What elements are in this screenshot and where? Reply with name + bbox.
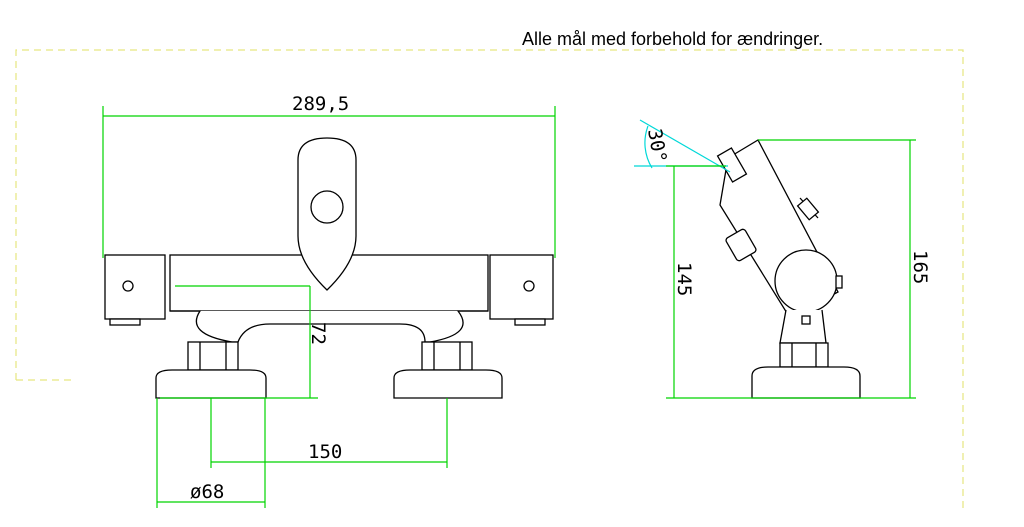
side-base-flange [751, 366, 861, 399]
front-view: 289,5 72 150 ø68 [102, 93, 556, 508]
side-button [725, 228, 757, 262]
center-distance-label: 150 [308, 441, 342, 463]
right-cap-foot [514, 318, 546, 326]
base-diameter-label: ø68 [190, 481, 224, 503]
side-knob [796, 197, 820, 221]
left-base-flange [155, 369, 267, 399]
overall-width-label: 289,5 [292, 93, 349, 115]
disclaimer-note: Alle mål med forbehold for ændringer. [522, 29, 824, 49]
right-end-cap [489, 254, 554, 320]
total-height-label: 165 [909, 250, 931, 284]
left-nut [187, 341, 239, 371]
side-view: 30° 145 165 [634, 119, 931, 399]
left-cap-screw [122, 280, 134, 292]
right-nut [421, 341, 473, 371]
side-cap [835, 275, 843, 289]
lever-knob [310, 190, 344, 224]
sheet-border [15, 49, 964, 510]
left-end-cap [104, 254, 166, 320]
spout-height-label: 72 [307, 322, 329, 345]
right-cap-screw [523, 280, 535, 292]
side-nut [779, 342, 829, 368]
height-to-axis-label: 145 [673, 262, 695, 296]
side-stem [779, 309, 827, 344]
left-cap-foot [109, 318, 141, 326]
right-base-flange [393, 369, 503, 399]
side-cartridge [774, 249, 838, 313]
body-bridge [170, 310, 488, 343]
